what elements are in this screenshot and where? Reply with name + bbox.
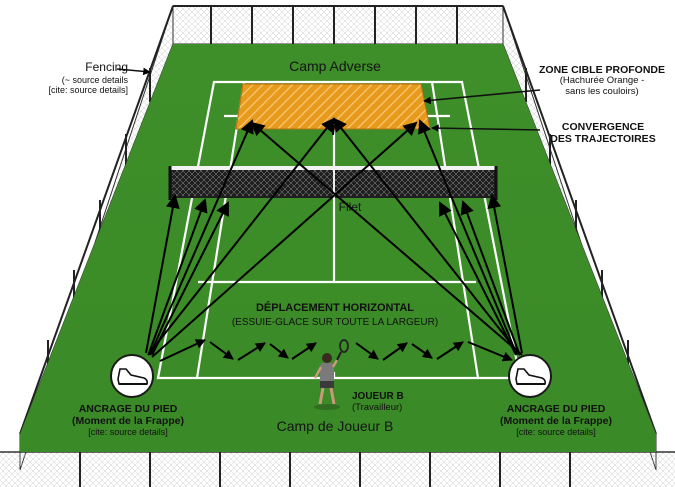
ancrage-right-title: ANCRAGE DU PIED [506,403,606,415]
zone-title: ZONE CIBLE PROFONDE [538,64,665,76]
joueur-title: JOUEUR B [352,391,404,402]
tennis-player-icon [313,339,349,410]
ancrage-left: ANCRAGE DU PIED (Moment de la Frappe) [c… [38,403,218,437]
zone-callout: ZONE CIBLE PROFONDE (Hachurée Orange - s… [532,64,672,98]
lateral-movement [159,339,513,362]
zone-sub1: (Hachurée Orange - [559,75,645,87]
joueur-label: JOUEUR B (Travailleur) [352,391,442,413]
ancrage-left-cite: [cite: source details] [88,427,168,438]
deplacement-sub: (ESSUIE-GLACE SUR TOUTE LA LARGEUR) [231,316,439,328]
shoe-icon-right [508,354,552,398]
camp-joueur-b-label: Camp de Joueur B [276,418,394,434]
ancrage-left-sub: (Moment de la Frappe) [71,415,184,428]
joueur-sub: (Travailleur) [352,401,403,413]
convergence-line1: CONVERGENCE [561,121,645,133]
ancrage-right-sub: (Moment de la Frappe) [499,415,612,428]
convergence-line2: DES TRAJECTOIRES [550,133,656,146]
shot-trajectories [145,117,523,358]
callout-lines [116,67,541,132]
ancrage-right-cite: [cite: source details] [516,427,596,438]
filet-label: Filet [338,200,362,214]
grass-floor [20,44,656,452]
camp-adverse-label: Camp Adverse [289,58,381,74]
deplacement-label: DÉPLACEMENT HORIZONTAL (ESSUIE-GLACE SUR… [200,302,470,328]
fencing-callout: Fencing (~ source details [cite: source … [28,60,128,96]
target-zone [235,83,431,130]
ancrage-left-title: ANCRAGE DU PIED [78,403,178,415]
shoe-icon-left [110,354,154,398]
zone-sub2: sans les couloirs) [565,85,639,97]
fencing-title: Fencing [85,60,128,74]
deplacement-title: DÉPLACEMENT HORIZONTAL [255,302,415,314]
fencing-sub2: [cite: source details] [48,85,128,96]
ancrage-right: ANCRAGE DU PIED (Moment de la Frappe) [c… [466,403,646,437]
fencing-sub1: (~ source details [61,74,128,85]
convergence-callout: CONVERGENCE DES TRAJECTOIRES [538,121,668,145]
